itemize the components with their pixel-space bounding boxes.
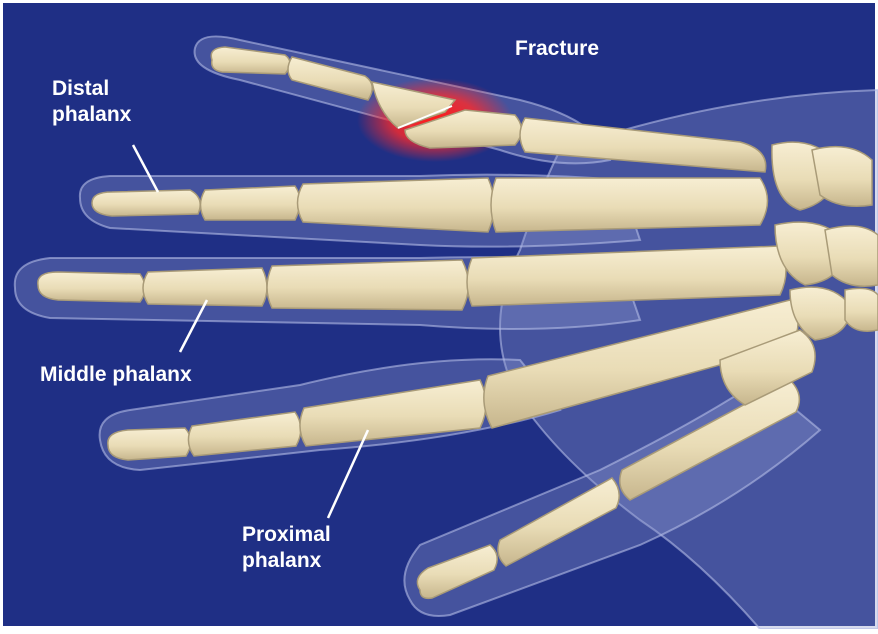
fracture-label: Fracture bbox=[515, 36, 599, 62]
middle-phalanx-label: Middle phalanx bbox=[40, 362, 192, 388]
distal-phalanx-label: Distal phalanx bbox=[52, 76, 131, 128]
proximal-phalanx-label: Proximal phalanx bbox=[242, 522, 331, 574]
